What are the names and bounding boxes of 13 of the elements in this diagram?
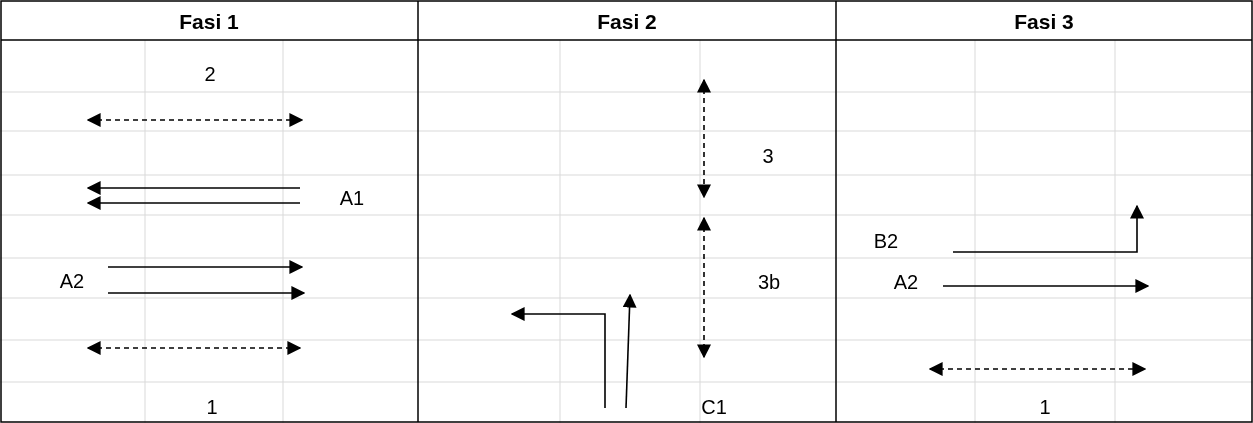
movement-label: B2	[873, 231, 899, 251]
movement-label: 1	[1039, 397, 1051, 417]
movement-label: 3	[762, 146, 774, 166]
column-header: Fasi 2	[597, 10, 657, 32]
column-header: Fasi 3	[1014, 10, 1074, 32]
movement-label: C1	[701, 397, 727, 417]
column-header: Fasi 1	[179, 10, 239, 32]
movement-label: 2	[204, 64, 216, 84]
movement-label: 3b	[757, 272, 781, 292]
movement-label: A2	[893, 272, 919, 292]
movement-label: A2	[59, 271, 85, 291]
movement-label: 1	[206, 397, 218, 417]
movement-label: A1	[339, 188, 365, 208]
